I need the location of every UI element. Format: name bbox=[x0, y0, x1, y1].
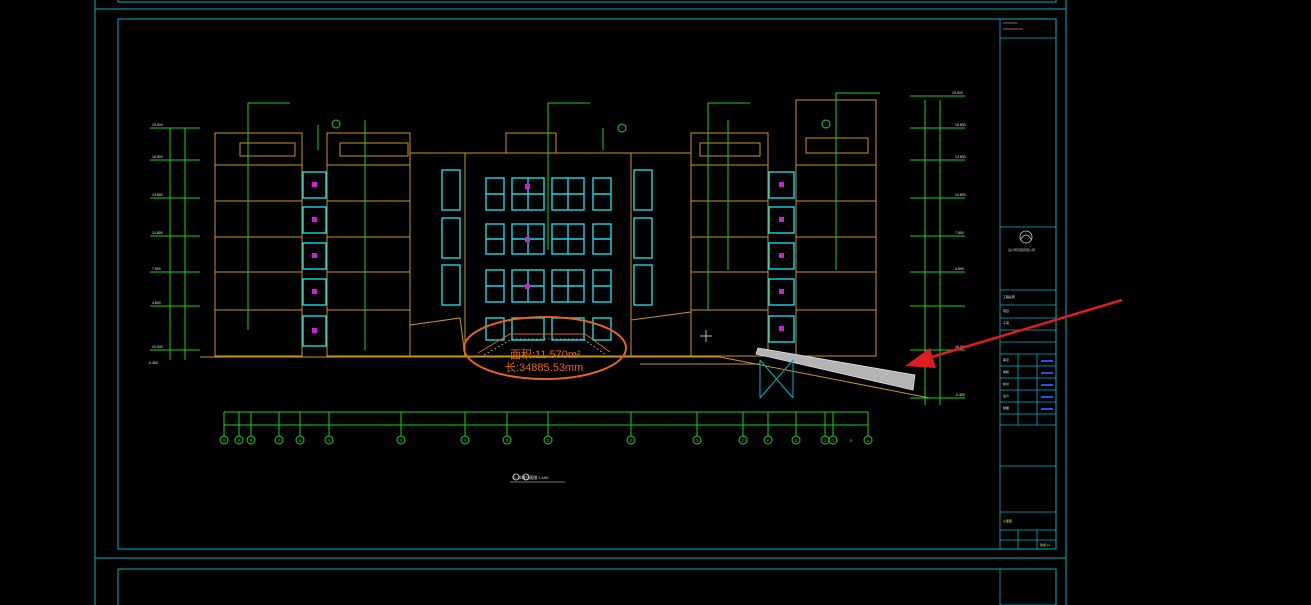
title-block-text: ━━━━━━━━ ━━━━━━━━━━━ 设计研究院有限公司 工程名称 项目 子… bbox=[1002, 21, 1050, 547]
svg-text:工程名称: 工程名称 bbox=[1003, 294, 1015, 299]
ramp-object[interactable] bbox=[755, 347, 916, 399]
svg-text:16.800: 16.800 bbox=[152, 155, 163, 159]
svg-text:⑲: ⑲ bbox=[237, 437, 241, 443]
measurement-highlight[interactable]: 面积:11.570m² 长:34885.53mm bbox=[463, 316, 627, 380]
svg-text:13.800: 13.800 bbox=[152, 193, 163, 197]
svg-text:7.800: 7.800 bbox=[152, 267, 161, 271]
svg-text:校对: 校对 bbox=[1003, 381, 1009, 386]
svg-text:C: C bbox=[832, 438, 835, 443]
elevation-labels: 19.500 16.800 13.800 10.800 7.800 4.800 … bbox=[148, 91, 966, 397]
svg-text:审定: 审定 bbox=[1003, 357, 1009, 362]
axis-grid-markers bbox=[219, 412, 873, 445]
svg-text:①-⑳轴立面图 1:100: ①-⑳轴立面图 1:100 bbox=[512, 474, 549, 480]
window-magenta-marks bbox=[312, 182, 784, 333]
svg-text:⑰: ⑰ bbox=[277, 437, 281, 443]
svg-text:设计: 设计 bbox=[1003, 393, 1009, 398]
svg-text:±0.000: ±0.000 bbox=[955, 345, 966, 349]
svg-text:⑨: ⑨ bbox=[505, 438, 509, 443]
svg-text:⑮: ⑮ bbox=[327, 437, 331, 443]
svg-text:审核: 审核 bbox=[1003, 369, 1009, 374]
svg-text:10.800: 10.800 bbox=[152, 231, 163, 235]
title-block bbox=[999, 18, 1057, 605]
svg-text:━━━━━━━━━━━: ━━━━━━━━━━━ bbox=[1002, 27, 1023, 31]
svg-text:16.800: 16.800 bbox=[955, 123, 966, 127]
svg-text:19.500: 19.500 bbox=[952, 91, 963, 95]
svg-text:⑤: ⑤ bbox=[629, 438, 633, 443]
svg-text:项目: 项目 bbox=[1003, 309, 1009, 313]
length-readout: 长:34885.53mm bbox=[505, 361, 583, 374]
svg-text:子项: 子项 bbox=[1003, 320, 1009, 325]
svg-text:4.800: 4.800 bbox=[152, 301, 161, 305]
tb-sheet-no: 建施-11 bbox=[1040, 542, 1050, 547]
annotation-arrow-icon bbox=[905, 298, 1123, 368]
title-block-marks bbox=[1041, 360, 1053, 410]
svg-text:⑯: ⑯ bbox=[298, 437, 302, 443]
tb-header-line: ━━━━━━━━ bbox=[1002, 21, 1018, 25]
svg-text:-0.450: -0.450 bbox=[955, 393, 965, 397]
svg-text:⑬: ⑬ bbox=[399, 437, 403, 443]
svg-text:7.800: 7.800 bbox=[955, 231, 964, 235]
windows bbox=[302, 169, 795, 347]
drawing-title: ①-⑳轴立面图 1:100 bbox=[510, 473, 565, 483]
svg-text:±0.000: ±0.000 bbox=[152, 345, 163, 349]
svg-text:①: ① bbox=[741, 438, 745, 443]
svg-text:4.800: 4.800 bbox=[955, 267, 964, 271]
svg-text:D: D bbox=[824, 438, 827, 443]
svg-text:B: B bbox=[850, 438, 853, 443]
crosshair-cursor-icon bbox=[700, 330, 712, 342]
tb-company: 设计研究院有限公司 bbox=[1008, 247, 1035, 252]
svg-text:⑪: ⑪ bbox=[463, 437, 467, 443]
svg-text:⑱: ⑱ bbox=[249, 437, 253, 443]
svg-text:⑳: ⑳ bbox=[222, 437, 226, 443]
svg-text:10.800: 10.800 bbox=[955, 193, 966, 197]
tb-sheet-label: 立面图 bbox=[1003, 518, 1012, 523]
svg-text:A: A bbox=[867, 438, 870, 443]
svg-text:F: F bbox=[767, 438, 770, 443]
axis-label-text: ⑳ ⑲ ⑱ ⑰ ⑯ ⑮ ⑬ ⑪ ⑨ ⑦ ⑤ ③ ① F E D C B A bbox=[222, 437, 870, 443]
building-elevation bbox=[200, 99, 931, 399]
area-readout: 面积:11.570m² bbox=[510, 348, 581, 361]
svg-text:③: ③ bbox=[695, 438, 699, 443]
svg-text:制图: 制图 bbox=[1003, 405, 1009, 410]
svg-text:⑦: ⑦ bbox=[546, 438, 550, 443]
svg-text:19.500: 19.500 bbox=[152, 123, 163, 127]
svg-text:E: E bbox=[795, 438, 798, 443]
svg-text:13.800: 13.800 bbox=[955, 155, 966, 159]
svg-text:-0.450: -0.450 bbox=[148, 361, 158, 365]
company-logo-icon bbox=[1019, 230, 1033, 244]
